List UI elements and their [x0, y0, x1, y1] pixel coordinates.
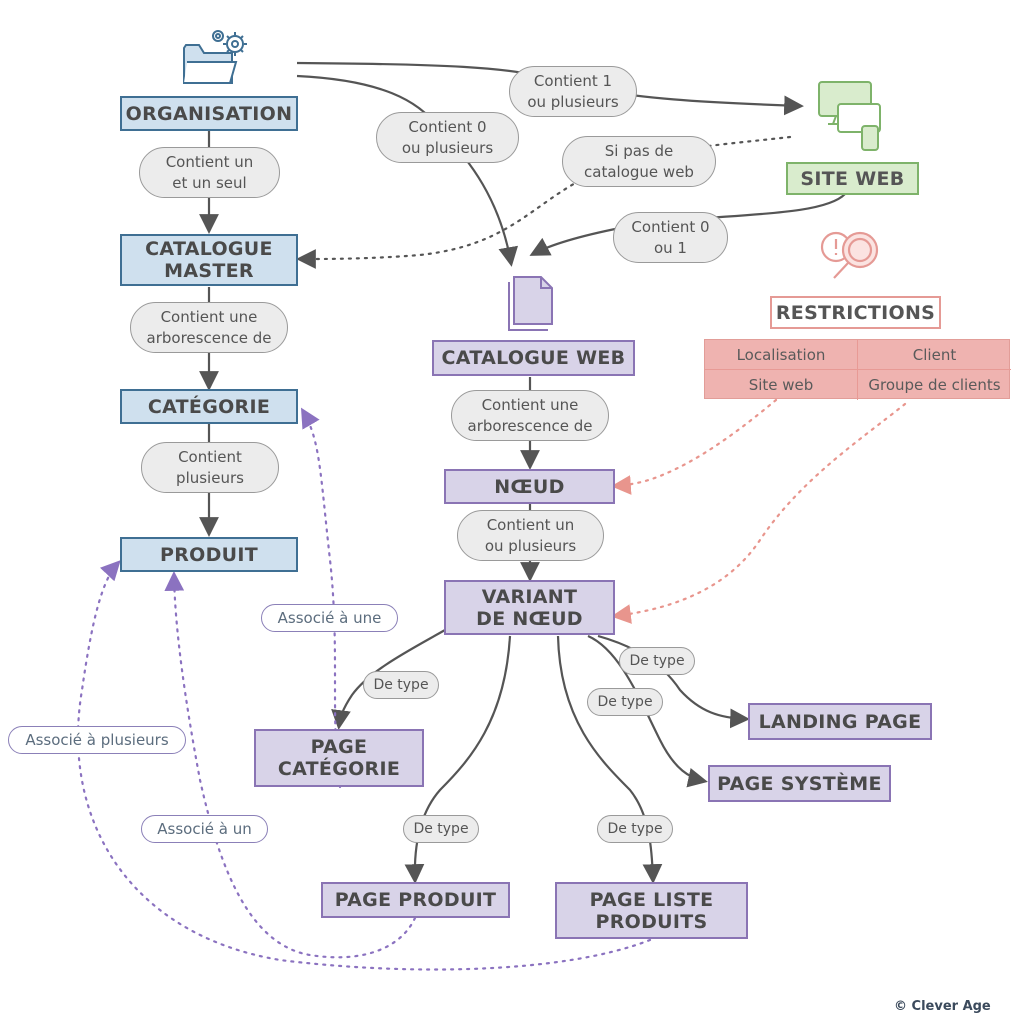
edge-variant-page-systeme	[587, 634, 708, 788]
node-site-web: SITE WEB	[786, 162, 919, 195]
restriction-localisation: Localisation	[705, 340, 858, 370]
label-contient-plusieurs: Contient plusieurs	[141, 442, 279, 493]
node-noeud: NŒUD	[444, 469, 615, 504]
node-landing-page: LANDING PAGE	[748, 703, 932, 740]
label-de-type-categorie: De type	[363, 671, 439, 699]
devices-icon	[818, 81, 881, 151]
restrictions-table: Localisation Client Site web Groupe de c…	[704, 339, 1011, 400]
node-restrictions: RESTRICTIONS	[770, 296, 941, 329]
node-organisation: ORGANISATION	[120, 96, 298, 131]
edge-variant-page-produit	[404, 635, 512, 884]
node-catalogue-master: CATALOGUE MASTER	[120, 234, 298, 286]
label-de-type-liste: De type	[597, 815, 673, 843]
label-de-type-landing: De type	[619, 647, 695, 675]
node-produit: PRODUIT	[120, 537, 298, 572]
edge-variant-page-categorie	[331, 629, 446, 730]
assoc-page-produit-produit	[164, 571, 417, 959]
label-contient-1-ou-plusieurs: Contient 1 ou plusieurs	[509, 66, 637, 117]
label-associe-a-plusieurs: Associé à plusieurs	[8, 726, 186, 754]
label-contient-arborescence-master: Contient une arborescence de	[130, 302, 288, 353]
label-de-type-systeme: De type	[587, 688, 663, 716]
restriction-client: Client	[858, 340, 1011, 370]
label-contient-0-ou-1: Contient 0 ou 1	[613, 212, 728, 263]
edge-org-catalogue-web	[296, 74, 519, 267]
label-associe-a-un: Associé à un	[141, 815, 268, 843]
node-catalogue-web: CATALOGUE WEB	[432, 340, 635, 376]
node-page-produit: PAGE PRODUIT	[321, 882, 510, 918]
documents-icon	[508, 276, 553, 331]
restriction-to-variant	[611, 402, 907, 624]
label-associe-a-une: Associé à une	[261, 604, 398, 632]
credit-clever-age: © Clever Age	[894, 999, 991, 1014]
node-categorie: CATÉGORIE	[120, 389, 298, 424]
node-page-categorie: PAGE CATÉGORIE	[254, 729, 424, 787]
label-de-type-produit: De type	[403, 815, 479, 843]
node-page-liste-produits: PAGE LISTE PRODUITS	[555, 882, 748, 939]
node-page-systeme: PAGE SYSTÈME	[708, 765, 891, 802]
folder-gears-icon	[183, 30, 247, 84]
label-contient-arborescence-web: Contient une arborescence de	[451, 390, 609, 441]
node-variant-noeud: VARIANT DE NŒUD	[444, 580, 615, 635]
edge-variant-landing	[597, 634, 750, 729]
assoc-page-liste-produit	[77, 560, 652, 971]
restriction-groupe-clients: Groupe de clients	[868, 376, 1001, 394]
restriction-to-noeud	[611, 398, 778, 495]
label-contient-un-ou-plusieurs: Contient un ou plusieurs	[457, 510, 604, 561]
restriction-site-web: Site web	[705, 370, 858, 400]
label-si-pas-de-catalogue-web: Si pas de catalogue web	[562, 136, 716, 187]
label-contient-un-et-un-seul: Contient un et un seul	[139, 147, 280, 198]
edge-variant-page-liste	[556, 635, 663, 884]
magnifier-alert-icon	[820, 231, 879, 279]
label-contient-0-ou-plusieurs: Contient 0 ou plusieurs	[376, 112, 519, 163]
